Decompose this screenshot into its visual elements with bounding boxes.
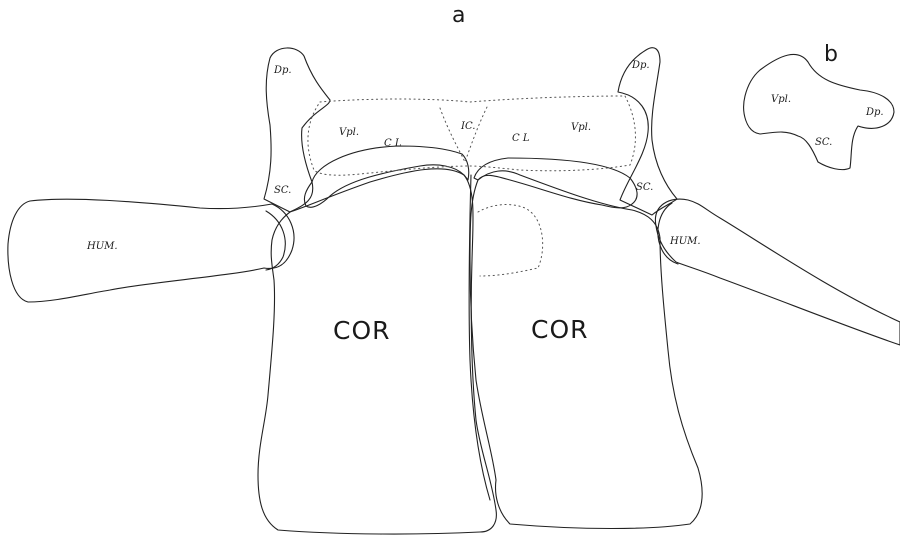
right-clavicle xyxy=(474,158,637,208)
label-vpl-b: Vpl. xyxy=(771,94,791,105)
right-coracoid-dotted-region xyxy=(478,205,543,276)
left-humerus xyxy=(8,199,294,302)
label-cl-right: C L xyxy=(512,133,530,144)
panel-label-a: a xyxy=(452,3,465,28)
label-cor-left: COR xyxy=(333,316,391,345)
panel-label-b: b xyxy=(824,42,838,67)
label-sc-b: SC. xyxy=(815,137,832,148)
label-dp-right: Dp. xyxy=(631,60,650,71)
left-clavicle xyxy=(304,146,468,207)
label-cor-right: COR xyxy=(531,315,589,344)
interclavicle-center-dotted xyxy=(440,105,488,162)
label-sc-left: SC. xyxy=(274,185,291,196)
left-coracoid xyxy=(258,169,496,534)
label-hum-left: HUM. xyxy=(86,241,118,252)
label-sc-right: SC. xyxy=(636,182,653,193)
label-ic: IC. xyxy=(460,121,475,132)
label-cl-left: C L xyxy=(384,138,402,149)
label-vpl-right: Vpl. xyxy=(571,122,591,133)
label-hum-right: HUM. xyxy=(669,236,701,247)
label-dp-b: Dp. xyxy=(865,107,884,118)
label-dp-left: Dp. xyxy=(273,65,292,76)
label-vpl-left: Vpl. xyxy=(339,127,359,138)
right-humerus xyxy=(655,199,900,345)
right-coracoid xyxy=(470,171,702,529)
